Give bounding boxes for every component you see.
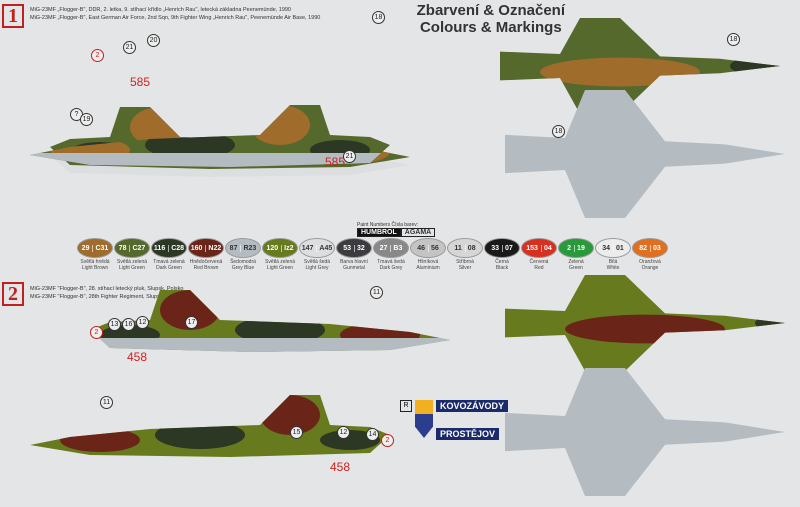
- marker-21: 21: [123, 41, 136, 54]
- marker-12b: 12: [337, 426, 350, 439]
- marker-2c: 2: [381, 434, 394, 447]
- aircraft-1-bottom: [505, 90, 785, 218]
- aircraft-1-side-b: [30, 105, 390, 167]
- marker-11b: 11: [100, 396, 113, 409]
- marker-2: 2: [91, 49, 104, 62]
- marker-12: 12: [136, 316, 149, 329]
- marker-18c: 18: [552, 125, 565, 138]
- marker-2b: 2: [90, 326, 103, 339]
- marker-19: 19: [80, 113, 93, 126]
- aircraft-1-top: [500, 18, 780, 114]
- marker-17: 17: [185, 316, 198, 329]
- marker-15: 15: [290, 426, 303, 439]
- marker-18b: 18: [727, 33, 740, 46]
- scheme-2-caption-cz: MiG-23MF "Flogger-B", 28. stíhací leteck…: [30, 286, 184, 292]
- aircraft-1-code-a: 585: [130, 75, 151, 89]
- scheme-1-caption-cz: MiG-23MF „Flogger-B", DDR, 2. letka, 9. …: [30, 7, 291, 13]
- scheme-1-number: 1: [2, 4, 24, 28]
- marker-14: 14: [366, 428, 379, 441]
- scheme-2-number: 2: [2, 282, 24, 306]
- aircraft-2-side-a: [90, 290, 450, 352]
- marker-20: 20: [147, 34, 160, 47]
- aircraft-2-code-b: 458: [330, 460, 351, 474]
- aircraft-2-top: [505, 275, 785, 371]
- marker-11: 11: [370, 286, 383, 299]
- scheme-1-caption-en: MiG-23MF „Flogger-B", East German Air Fo…: [30, 15, 321, 21]
- aircraft-2-bottom: [505, 368, 785, 496]
- marker-16: 16: [122, 318, 135, 331]
- marker-21b: 21: [343, 150, 356, 163]
- scheme-2-caption-en: MiG-23MF "Flogger-B", 28th Fighter Regim…: [30, 294, 183, 300]
- aircraft-2-code-a: 458: [127, 350, 148, 364]
- aircraft-1-code-b: 585: [325, 155, 346, 169]
- marker-13: 13: [108, 318, 121, 331]
- marker-18: 18: [372, 11, 385, 24]
